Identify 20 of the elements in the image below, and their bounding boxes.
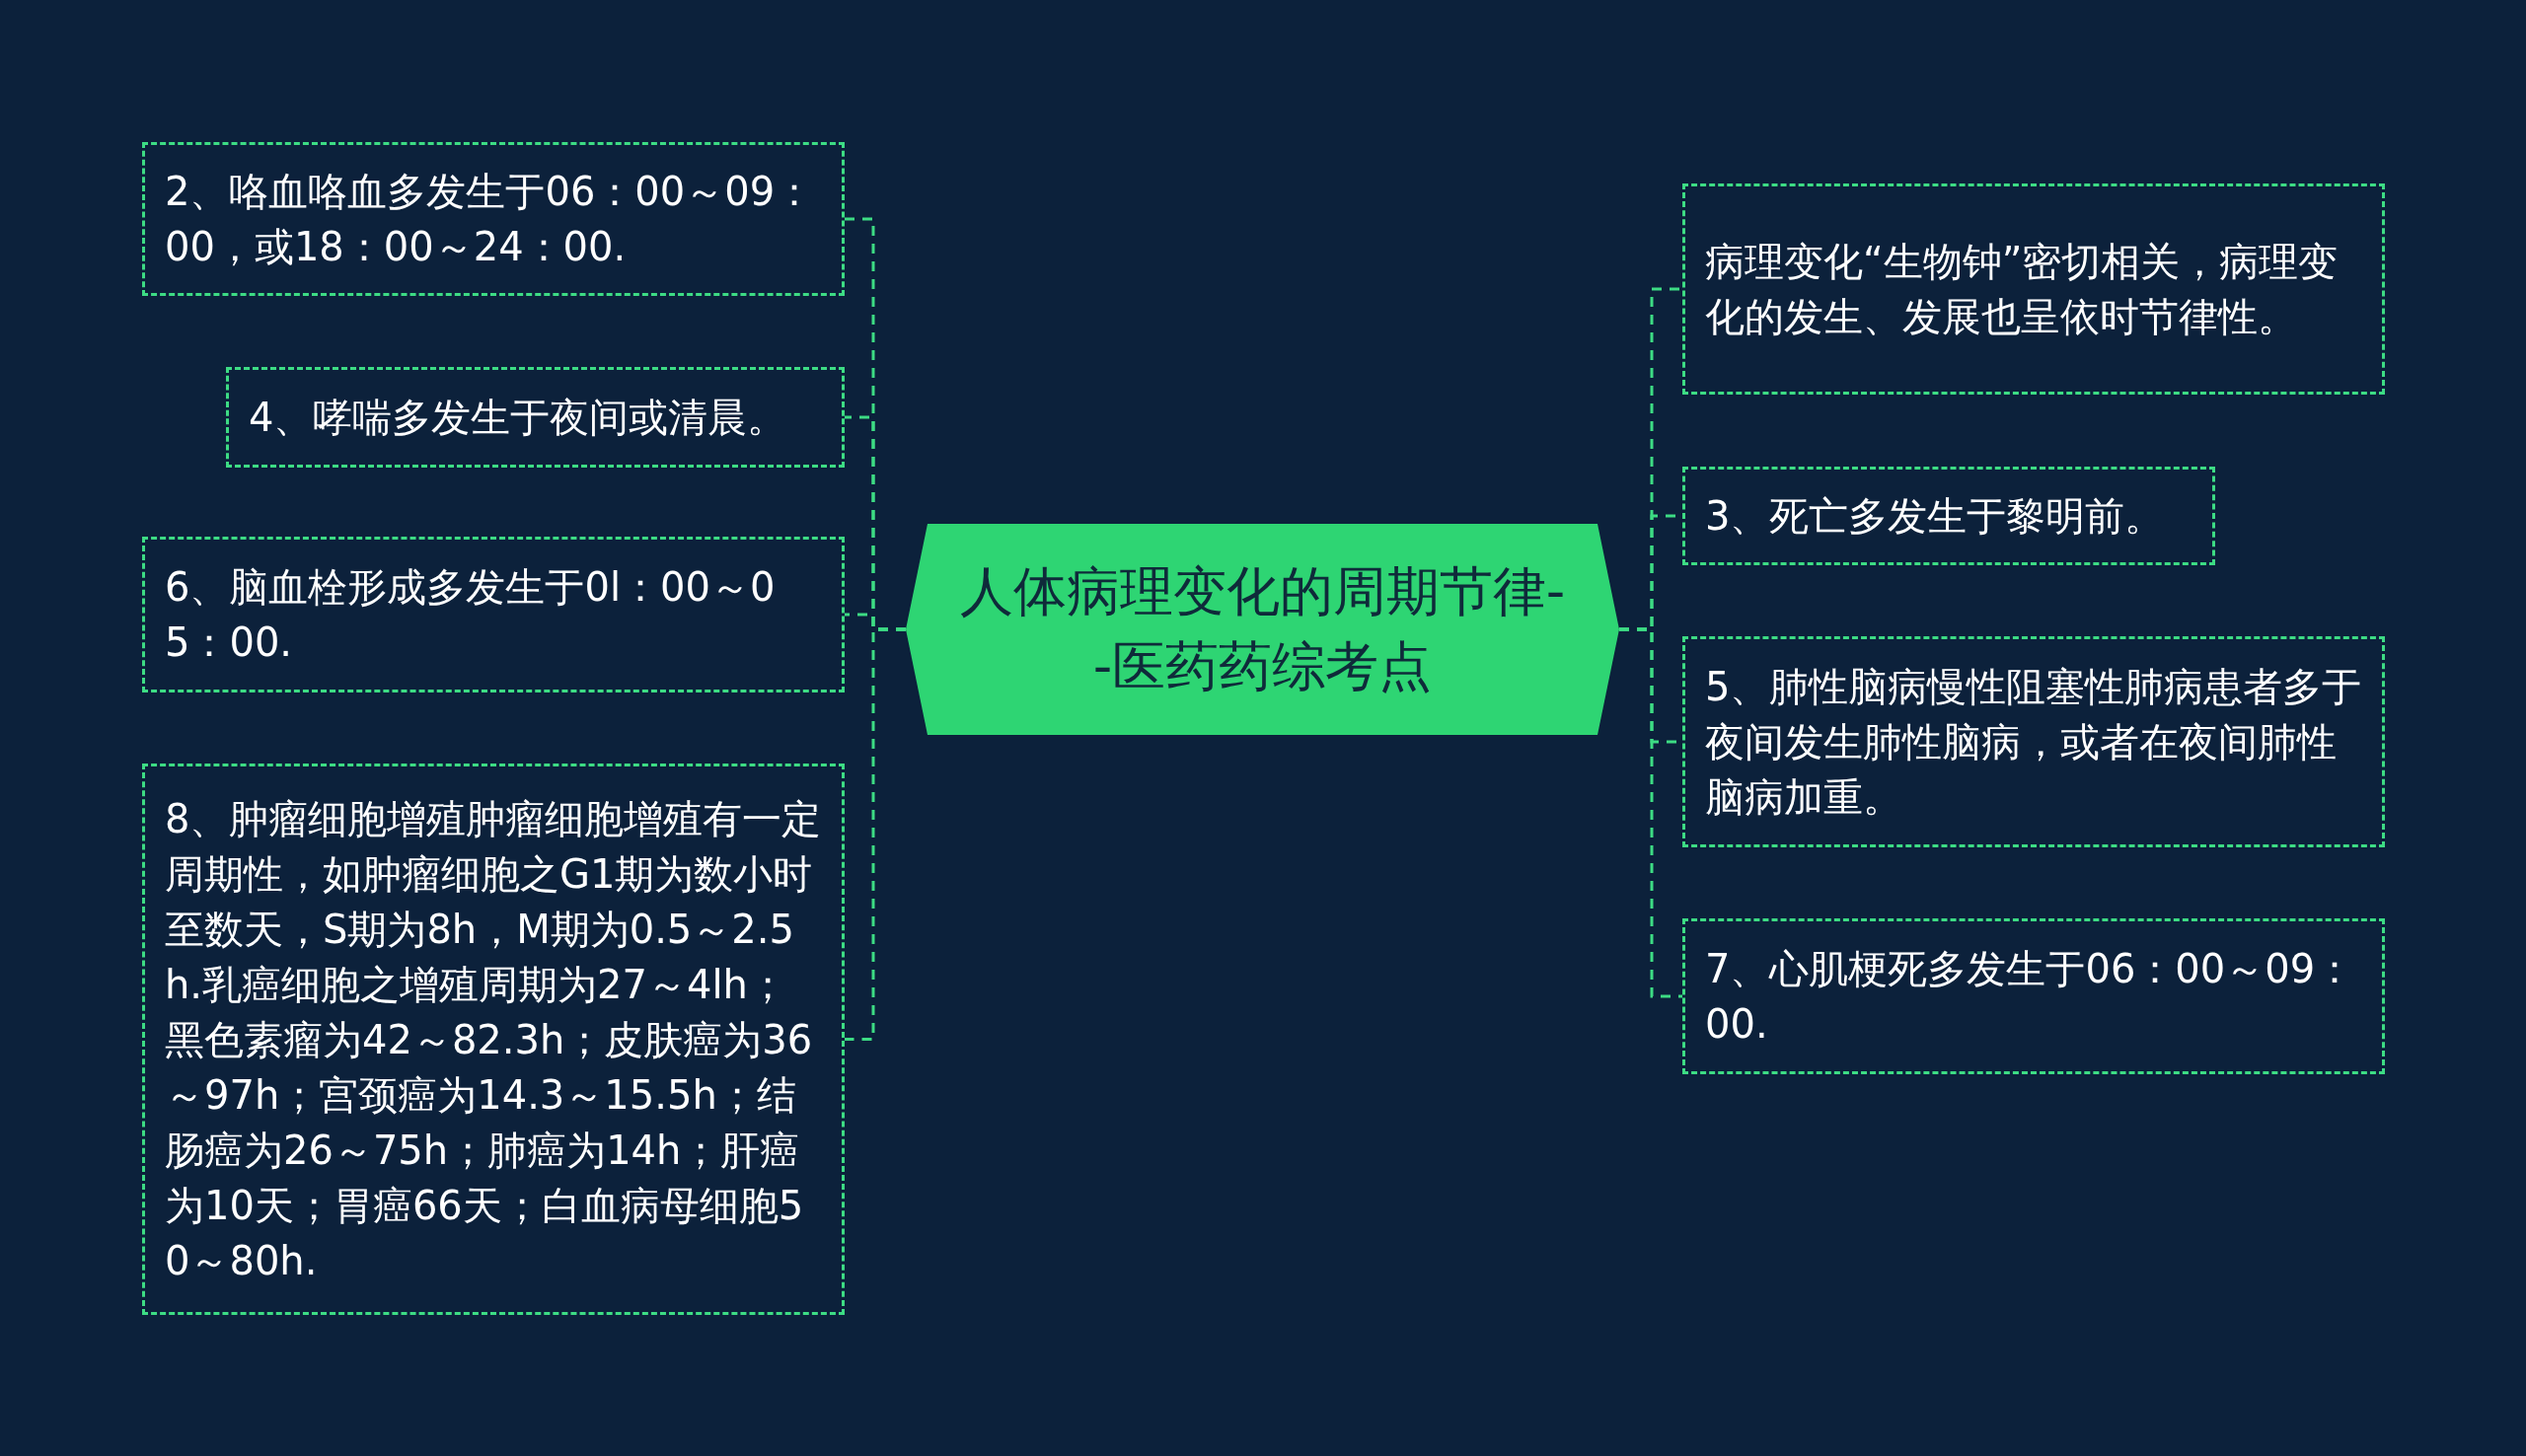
topic-box <box>1682 183 2385 395</box>
topic-box <box>142 537 845 692</box>
topic-text: 3、死亡多发生于黎明前。 <box>1705 492 2166 541</box>
topic-text: 2、咯血咯血多发生于06：00～09：00，或18：00～24：00. <box>165 168 816 271</box>
topic-text: 6、脑血栓形成多发生于0l：00～05：00. <box>165 563 777 667</box>
topic-box <box>1682 636 2385 847</box>
connector-line <box>845 627 906 1041</box>
topic-text: 病理变化“生物钟”密切相关，病理变化的发生、发展也呈依时节律性。 <box>1705 238 2340 341</box>
topic-text: 8、肿瘤细胞增殖肿瘤细胞增殖有一定周期性，如肿瘤细胞之G1期为数小时至数天，S期为8h，M期为0.5～2.5h.乳癌细胞之增殖周期为27～4lh；黑色素瘤为42～82.3h；皮肤癌为36～97h；宫颈癌为14.3～15.5h；结肠癌为26～75h；肺癌为14h；肝癌为10天；胃癌66天；白血病母细胞50～80h. <box>165 794 822 1285</box>
topic-box <box>226 367 845 468</box>
connector-line <box>1619 627 1682 998</box>
topic-hexagon <box>906 524 1619 735</box>
topic-box <box>1682 467 2215 565</box>
topic-title: 人体病理变化的周期节律--医药药综考点 <box>958 559 1567 699</box>
topic-text: 5、肺性脑病慢性阻塞性肺病患者多于夜间发生肺性脑病，或者在夜间肺性脑病加重。 <box>1705 663 2362 822</box>
topic-text: 4、哮喘多发生于夜间或清晨。 <box>249 394 788 442</box>
topic-box <box>142 142 845 296</box>
topic-text: 7、心肌梗死多发生于06：00～09：00. <box>1705 945 2356 1049</box>
topic-box <box>142 764 845 1315</box>
topic-box <box>1682 918 2385 1074</box>
